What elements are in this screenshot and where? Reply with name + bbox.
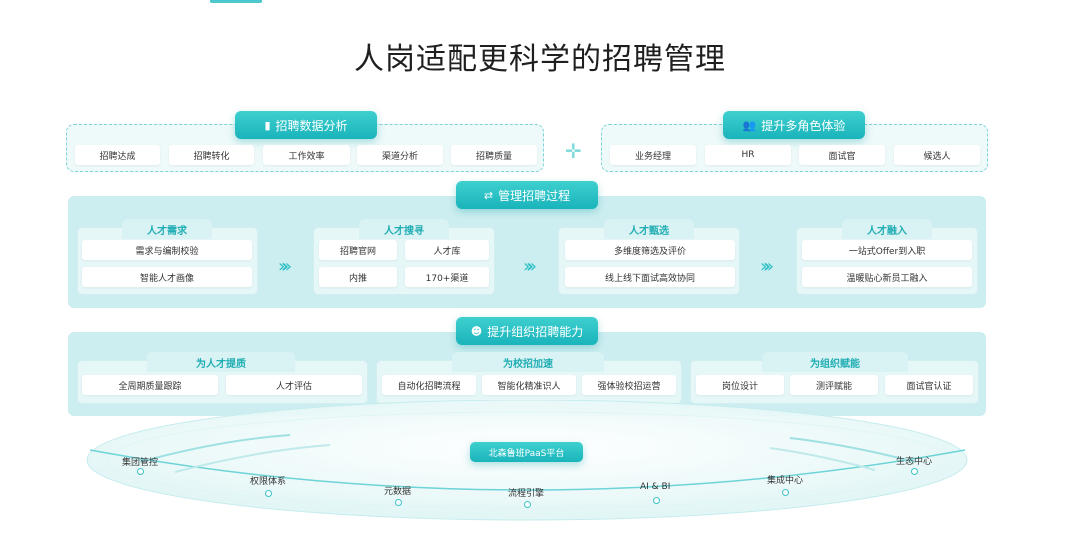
- capability-header-label: 提升组织招聘能力: [487, 324, 584, 339]
- platform-ellipse: [86, 400, 968, 521]
- capability-item: 测评赋能: [790, 375, 878, 395]
- arrow-right-icon: »»: [760, 256, 774, 277]
- stage-item: 人才库: [405, 240, 489, 260]
- platform-node-dot: [137, 468, 144, 475]
- bar-chart-icon: ▮: [264, 118, 271, 132]
- platform-node-label: 集成中心: [767, 476, 804, 486]
- capability-title: 为人才提质: [147, 352, 295, 372]
- roles-header: 👥 提升多角色体验: [723, 111, 865, 139]
- platform-node-label: AI & BI: [640, 482, 671, 492]
- platform-node-dot: [265, 490, 272, 497]
- role-item: 候选人: [894, 145, 980, 165]
- capability-item: 自动化招聘流程: [382, 375, 476, 395]
- stage-title: 人才甄选: [604, 219, 694, 239]
- platform-node-dot: [653, 497, 660, 504]
- stage-item: 招聘官网: [319, 240, 397, 260]
- platform-node-label: 流程引擎: [508, 489, 545, 499]
- roles-header-label: 提升多角色体验: [761, 118, 846, 133]
- capability-item: 强体验校招运营: [582, 375, 676, 395]
- stage-title: 人才搜寻: [359, 219, 449, 239]
- capability-title: 为校招加速: [452, 352, 604, 372]
- platform-node-label: 集团管控: [122, 458, 159, 468]
- platform-node-label: 生态中心: [896, 457, 933, 467]
- arrow-right-icon: »»: [523, 256, 537, 277]
- platform-node-label: 权限体系: [250, 477, 287, 487]
- stage-title: 人才需求: [122, 219, 212, 239]
- stage-item: 内推: [319, 267, 397, 287]
- role-item: 面试官: [799, 145, 885, 165]
- platform-node-dot: [782, 489, 789, 496]
- platform-node-label: 元数据: [384, 487, 412, 497]
- stage-item: 温暖贴心新员工融入: [802, 267, 972, 287]
- page-title: 人岗适配更科学的招聘管理: [354, 42, 726, 77]
- analysis-item: 招聘质量: [451, 145, 537, 165]
- stage-item: 一站式Offer到入职: [802, 240, 972, 260]
- platform-node-dot: [395, 499, 402, 506]
- capability-title: 为组织赋能: [762, 352, 908, 372]
- capability-item: 岗位设计: [696, 375, 784, 395]
- role-item: 业务经理: [610, 145, 696, 165]
- analysis-item: 渠道分析: [357, 145, 443, 165]
- top-tab-indicator: [210, 0, 262, 3]
- process-header: ⇄ 管理招聘过程: [456, 181, 598, 209]
- role-item: HR: [705, 145, 791, 165]
- flow-icon: ⇄: [483, 188, 494, 202]
- plus-icon: ✛: [565, 139, 582, 163]
- capability-item: 全周期质量跟踪: [82, 375, 218, 395]
- process-header-label: 管理招聘过程: [498, 188, 571, 203]
- stage-item: 智能人才画像: [82, 267, 252, 287]
- platform-label: 北森鲁班PaaS平台: [470, 442, 583, 462]
- platform-node-dot: [524, 501, 531, 508]
- stage-title: 人才融入: [842, 219, 932, 239]
- stage-item: 170+渠道: [405, 267, 489, 287]
- stage-item: 需求与编制校验: [82, 240, 252, 260]
- analysis-item: 招聘转化: [169, 145, 254, 165]
- analysis-header: ▮ 招聘数据分析: [235, 111, 377, 139]
- analysis-item: 招聘达成: [75, 145, 160, 165]
- capability-header: ☻ 提升组织招聘能力: [456, 317, 598, 345]
- users-icon: 👥: [742, 118, 757, 132]
- capability-item: 智能化精准识人: [482, 375, 576, 395]
- org-icon: ☻: [470, 324, 483, 338]
- stage-item: 线上线下面试高效协同: [565, 267, 735, 287]
- platform-node-dot: [911, 468, 918, 475]
- arrow-right-icon: »»: [278, 256, 292, 277]
- capability-item: 面试官认证: [885, 375, 973, 395]
- analysis-header-label: 招聘数据分析: [275, 118, 348, 133]
- capability-item: 人才评估: [226, 375, 362, 395]
- analysis-item: 工作效率: [263, 145, 350, 165]
- stage-item: 多维度筛选及评价: [565, 240, 735, 260]
